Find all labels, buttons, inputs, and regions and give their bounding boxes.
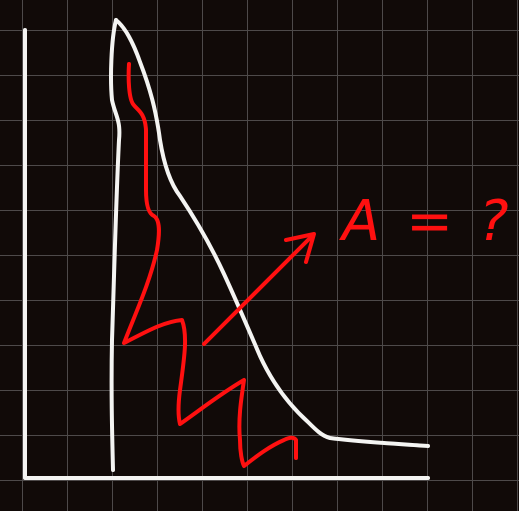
area-arrow bbox=[202, 234, 314, 346]
shape-left-edge bbox=[109, 18, 122, 472]
area-question-label: A = ? bbox=[342, 189, 513, 254]
area-arrow-head bbox=[284, 232, 316, 264]
decay-curve bbox=[114, 18, 430, 448]
area-highlight-zigzag bbox=[122, 62, 298, 468]
